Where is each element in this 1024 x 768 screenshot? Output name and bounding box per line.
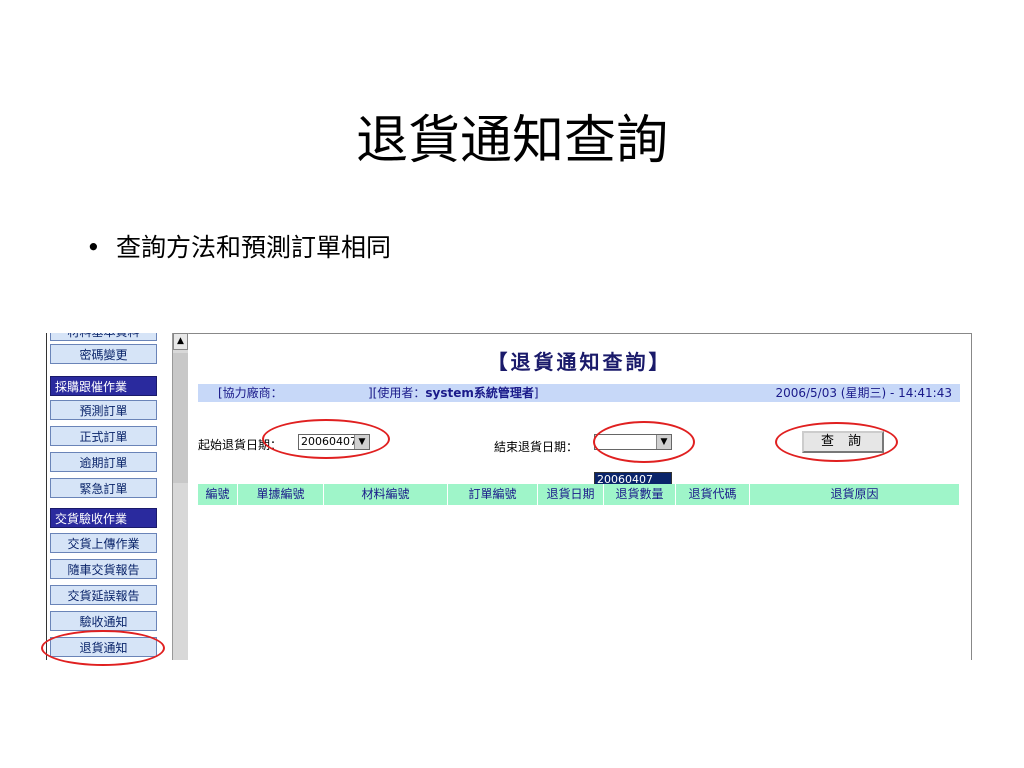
screenshot-frame: 材料基本資料 密碼變更 採購跟催作業 預測訂單 正式訂單 逾期訂單 緊急訂單 交… (46, 333, 972, 660)
column-header-return-date: 退貨日期 (538, 484, 604, 505)
annotation-ellipse-start-date (262, 419, 390, 459)
column-header-material-no: 材料編號 (324, 484, 448, 505)
frame-border (971, 333, 972, 660)
column-header-return-code: 退貨代碼 (676, 484, 750, 505)
scroll-thumb[interactable] (173, 353, 188, 483)
annotation-ellipse-end-date (593, 421, 695, 463)
sidebar-category-delivery-acceptance[interactable]: 交貨驗收作業 (50, 508, 157, 528)
sidebar-item-urgent-order[interactable]: 緊急訂單 (50, 478, 157, 498)
annotation-ellipse-query-button (775, 422, 898, 462)
annotation-ellipse-return-notice (41, 630, 165, 666)
sidebar-item-formal-order[interactable]: 正式訂單 (50, 426, 157, 446)
info-bar: [協力廠商： ][使用者：system系統管理者] 2006/5/03 (星期三… (198, 384, 960, 402)
result-table-header: 編號 單據編號 材料編號 訂單編號 退貨日期 退貨數量 退貨代碼 退貨原因 (198, 484, 960, 505)
bullet-text: 查詢方法和預測訂單相同 (116, 233, 392, 262)
end-date-label: 結束退貨日期： (494, 440, 579, 454)
sidebar-item-change-password[interactable]: 密碼變更 (50, 344, 157, 364)
sidebar-item-delivery-upload[interactable]: 交貨上傳作業 (50, 533, 157, 553)
scroll-up-arrow-icon[interactable]: ▲ (173, 333, 188, 350)
user-label: ][使用者： (368, 386, 426, 400)
sidebar-item-acceptance-notice[interactable]: 驗收通知 (50, 611, 157, 631)
user-info: ][使用者：system系統管理者] (368, 384, 539, 402)
column-header-return-qty: 退貨數量 (604, 484, 676, 505)
sidebar-menu: 材料基本資料 密碼變更 採購跟催作業 預測訂單 正式訂單 逾期訂單 緊急訂單 交… (46, 333, 160, 660)
user-name: system系統管理者 (425, 386, 534, 400)
sidebar-item-delay-report[interactable]: 交貨延誤報告 (50, 585, 157, 605)
column-header-document-no: 單據編號 (238, 484, 324, 505)
column-header-order-no: 訂單編號 (448, 484, 538, 505)
slide-title: 退貨通知查詢 (355, 111, 668, 171)
frame-border (172, 333, 972, 334)
sidebar-item-overdue-order[interactable]: 逾期訂單 (50, 452, 157, 472)
sidebar-item-delivery-report[interactable]: 隨車交貨報告 (50, 559, 157, 579)
start-date-label: 起始退貨日期： (198, 438, 283, 452)
sidebar-item-forecast-order[interactable]: 預測訂單 (50, 400, 157, 420)
datetime: 2006/5/03 (星期三) - 14:41:43 (775, 386, 952, 400)
main-content: 【退貨通知查詢】 [協力廠商： ][使用者：system系統管理者] 2006/… (188, 334, 971, 660)
page-header: 【退貨通知查詢】 (487, 350, 672, 374)
bullet-point: • 查詢方法和預測訂單相同 (86, 228, 391, 264)
bullet-dot-icon: • (86, 233, 101, 262)
vertical-scrollbar[interactable]: ▲ (172, 333, 189, 660)
column-header-return-reason: 退貨原因 (750, 484, 960, 505)
vendor-label: [協力廠商： (218, 386, 283, 400)
sidebar-item-material-data[interactable]: 材料基本資料 (50, 333, 157, 341)
user-close: ] (533, 386, 539, 400)
sidebar-category-purchase-followup[interactable]: 採購跟催作業 (50, 376, 157, 396)
column-header-number: 編號 (198, 484, 238, 505)
